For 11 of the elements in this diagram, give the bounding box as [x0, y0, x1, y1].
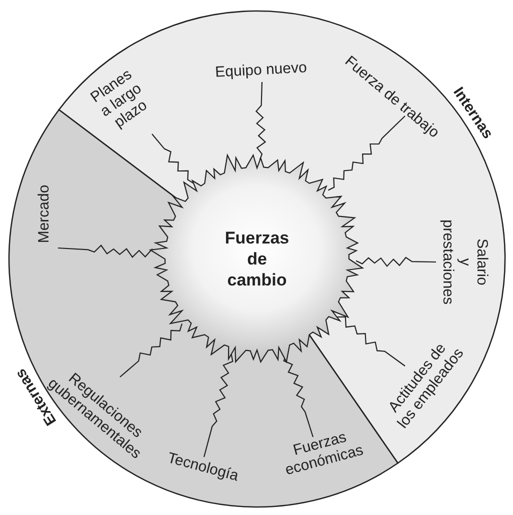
force-label: Equipo nuevo	[214, 59, 308, 81]
jagged-connector	[328, 116, 406, 191]
jagged-connector	[152, 134, 194, 184]
jagged-connector	[356, 256, 436, 268]
jagged-connector	[337, 316, 406, 366]
jagged-connector	[203, 354, 234, 458]
jagged-connector	[255, 82, 266, 160]
center-title: Fuerzas de cambio	[224, 228, 290, 290]
jagged-connector	[120, 323, 183, 378]
force-label: Mercado	[36, 184, 52, 244]
force-label: Salario y prestaciones	[440, 219, 490, 305]
